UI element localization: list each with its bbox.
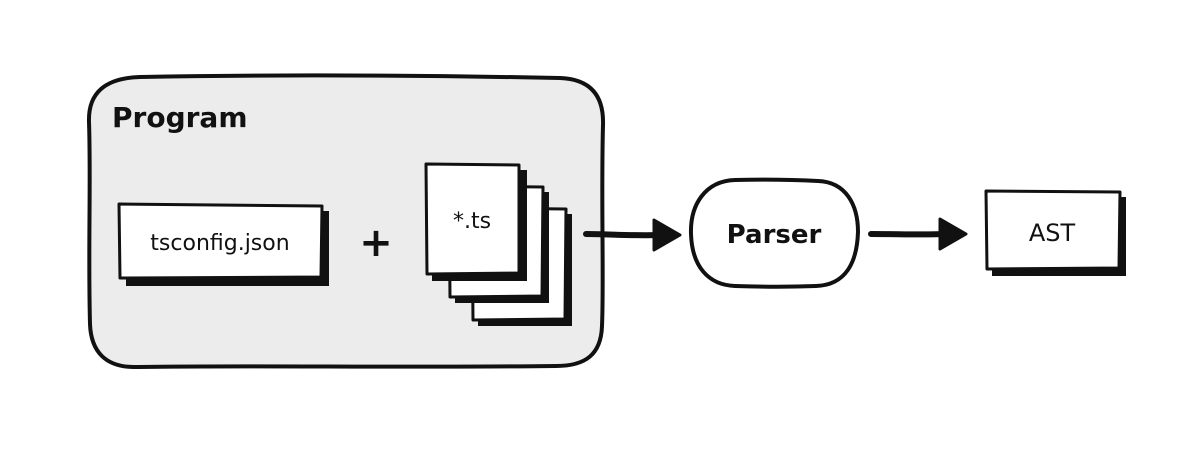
tsconfig-box: tsconfig.json <box>117 202 329 286</box>
ts-files-stack: *.ts <box>424 162 572 326</box>
tsconfig-box-frame <box>117 202 324 280</box>
ast-box: AST <box>984 189 1126 276</box>
ts-files-label: *.ts <box>453 209 491 234</box>
parser-node: Parser <box>688 177 860 289</box>
program-title: Program <box>112 101 248 134</box>
plus-sign: + <box>359 220 393 266</box>
ts-page-front <box>424 162 521 276</box>
tsconfig-label: tsconfig.json <box>150 231 289 256</box>
arrow-parser-to-ast <box>868 217 968 251</box>
arrow-program-to-parser <box>583 218 682 252</box>
ast-box-frame <box>984 189 1122 271</box>
ast-label: AST <box>1029 219 1076 247</box>
arrowhead-icon <box>938 217 968 251</box>
parser-label: Parser <box>727 220 822 250</box>
arrowhead-icon <box>652 218 682 252</box>
